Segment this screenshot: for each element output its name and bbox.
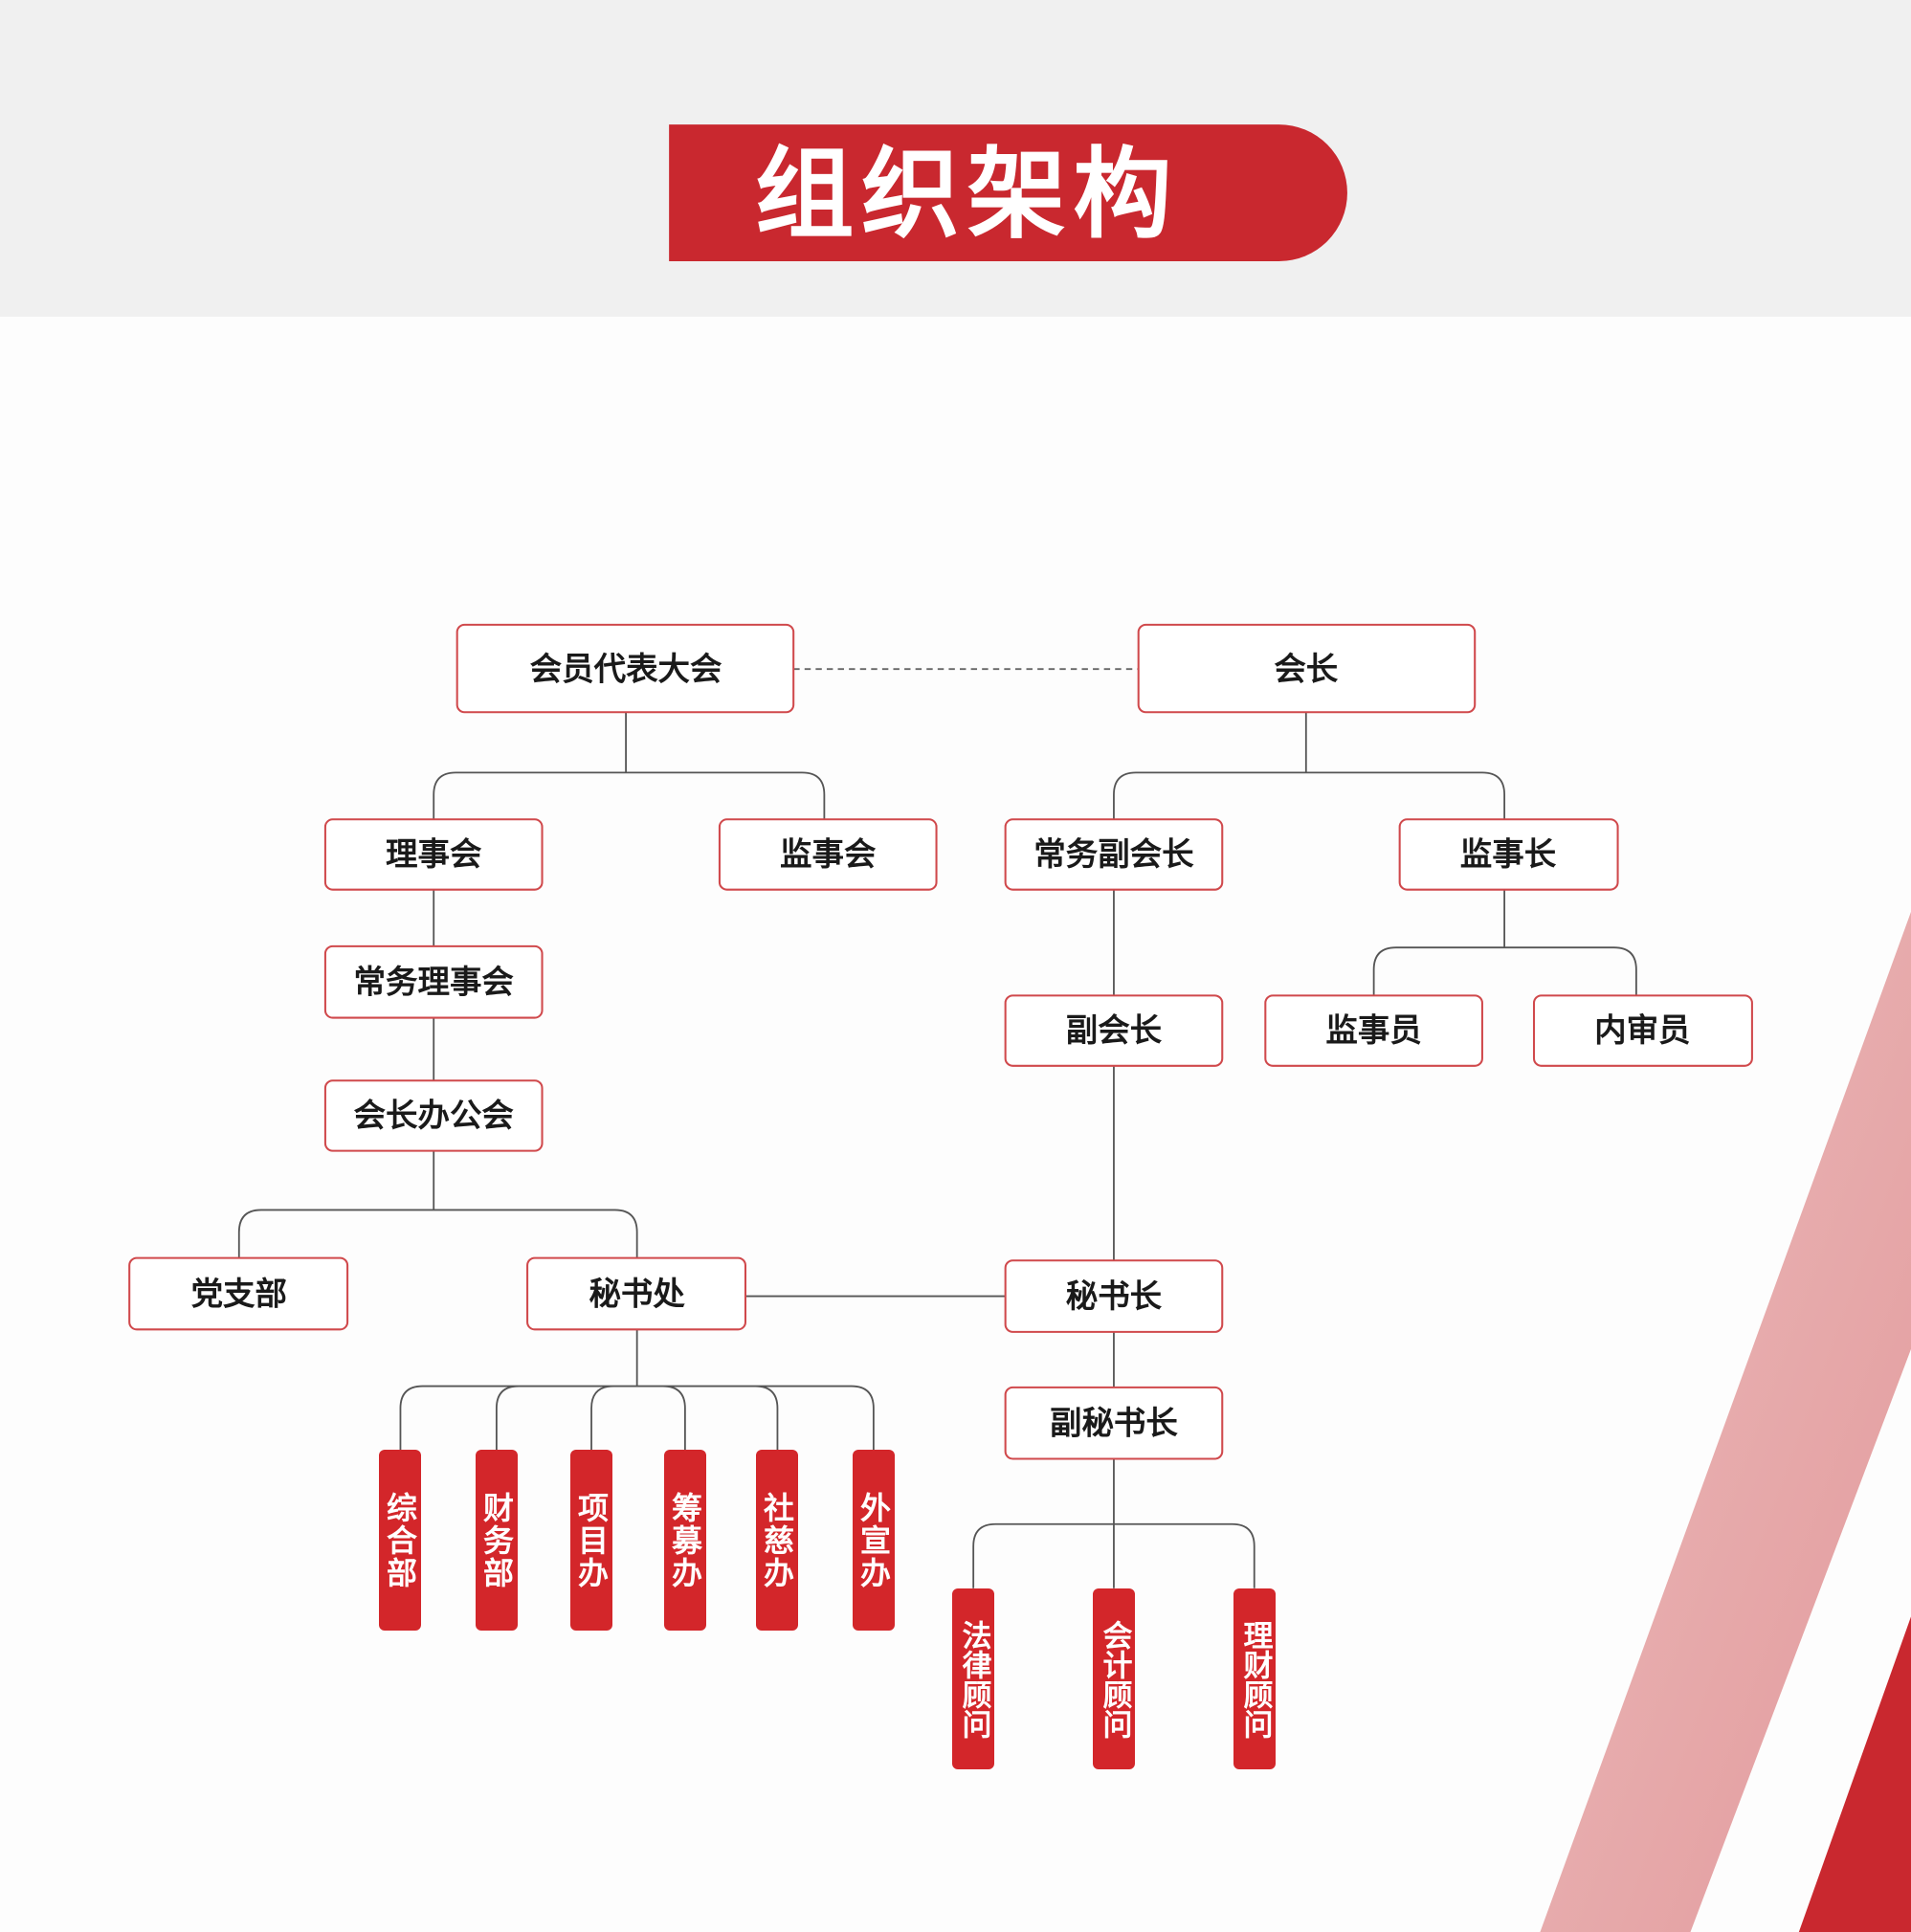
svg-text:监事员: 监事员 (1325, 1011, 1421, 1049)
svg-text:会长: 会长 (1274, 651, 1338, 688)
node-chief-supervisor: 监事长 (1398, 818, 1619, 891)
page-title: 组织架构 (755, 137, 1179, 252)
department-label: 社慈办 (759, 1491, 795, 1589)
department-label: 财务部 (478, 1491, 515, 1589)
svg-text:监事长: 监事长 (1460, 835, 1557, 873)
svg-text:秘书长: 秘书长 (1066, 1277, 1163, 1315)
department-4: 筹募办 (664, 1450, 706, 1631)
node-standing-council: 常务理事会 (323, 944, 544, 1019)
department-1: 综合部 (379, 1450, 421, 1631)
node-council: 理事会 (323, 818, 544, 891)
department-3: 项目办 (570, 1450, 612, 1631)
node-vice-president: 副会长 (1004, 994, 1224, 1067)
advisor-label: 理财顾问 (1237, 1619, 1273, 1739)
department-6: 外宣办 (853, 1450, 895, 1631)
node-deputy-secretary-general: 副秘书长 (1004, 1386, 1224, 1460)
svg-text:会员代表大会: 会员代表大会 (530, 651, 722, 688)
svg-text:内审员: 内审员 (1594, 1011, 1690, 1049)
advisor-1: 法律顾问 (952, 1588, 994, 1769)
department-label: 外宣办 (856, 1491, 892, 1589)
svg-text:秘书处: 秘书处 (589, 1275, 685, 1312)
department-label: 筹募办 (667, 1491, 703, 1589)
decorative-stripe-pink (1540, 911, 1911, 1932)
advisor-3: 理财顾问 (1233, 1588, 1276, 1769)
node-secretariat: 秘书处 (526, 1256, 747, 1331)
node-supervisor: 监事员 (1264, 994, 1483, 1067)
svg-text:会长办公会: 会长办公会 (354, 1097, 515, 1134)
title-banner (669, 124, 1347, 262)
node-exec-vice-president: 常务副会长 (1004, 818, 1224, 891)
department-label: 项目办 (573, 1491, 610, 1589)
node-assembly: 会员代表大会 (456, 623, 795, 714)
department-2: 财务部 (476, 1450, 518, 1631)
node-president-office-meeting: 会长办公会 (323, 1079, 544, 1152)
node-supervisory-board: 监事会 (718, 818, 938, 891)
advisor-label: 会计顾问 (1097, 1619, 1132, 1739)
connectors (237, 668, 1637, 1588)
node-president: 会长 (1137, 623, 1477, 714)
department-5: 社慈办 (756, 1450, 798, 1631)
node-party-branch: 党支部 (128, 1256, 349, 1331)
decorative-stripe-red (1798, 1616, 1911, 1932)
svg-text:监事会: 监事会 (780, 835, 877, 873)
svg-text:常务理事会: 常务理事会 (354, 964, 515, 1001)
advisor-label: 法律顾问 (956, 1619, 991, 1739)
svg-text:常务副会长: 常务副会长 (1033, 835, 1194, 873)
node-secretary-general: 秘书长 (1004, 1259, 1224, 1333)
svg-text:理事会: 理事会 (386, 835, 482, 873)
svg-text:党支部: 党支部 (191, 1275, 287, 1312)
advisor-2: 会计顾问 (1093, 1588, 1135, 1769)
svg-text:副会长: 副会长 (1066, 1011, 1163, 1049)
node-internal-auditor: 内审员 (1532, 994, 1753, 1067)
department-label: 综合部 (382, 1491, 418, 1589)
svg-text:副秘书长: 副秘书长 (1050, 1405, 1178, 1442)
